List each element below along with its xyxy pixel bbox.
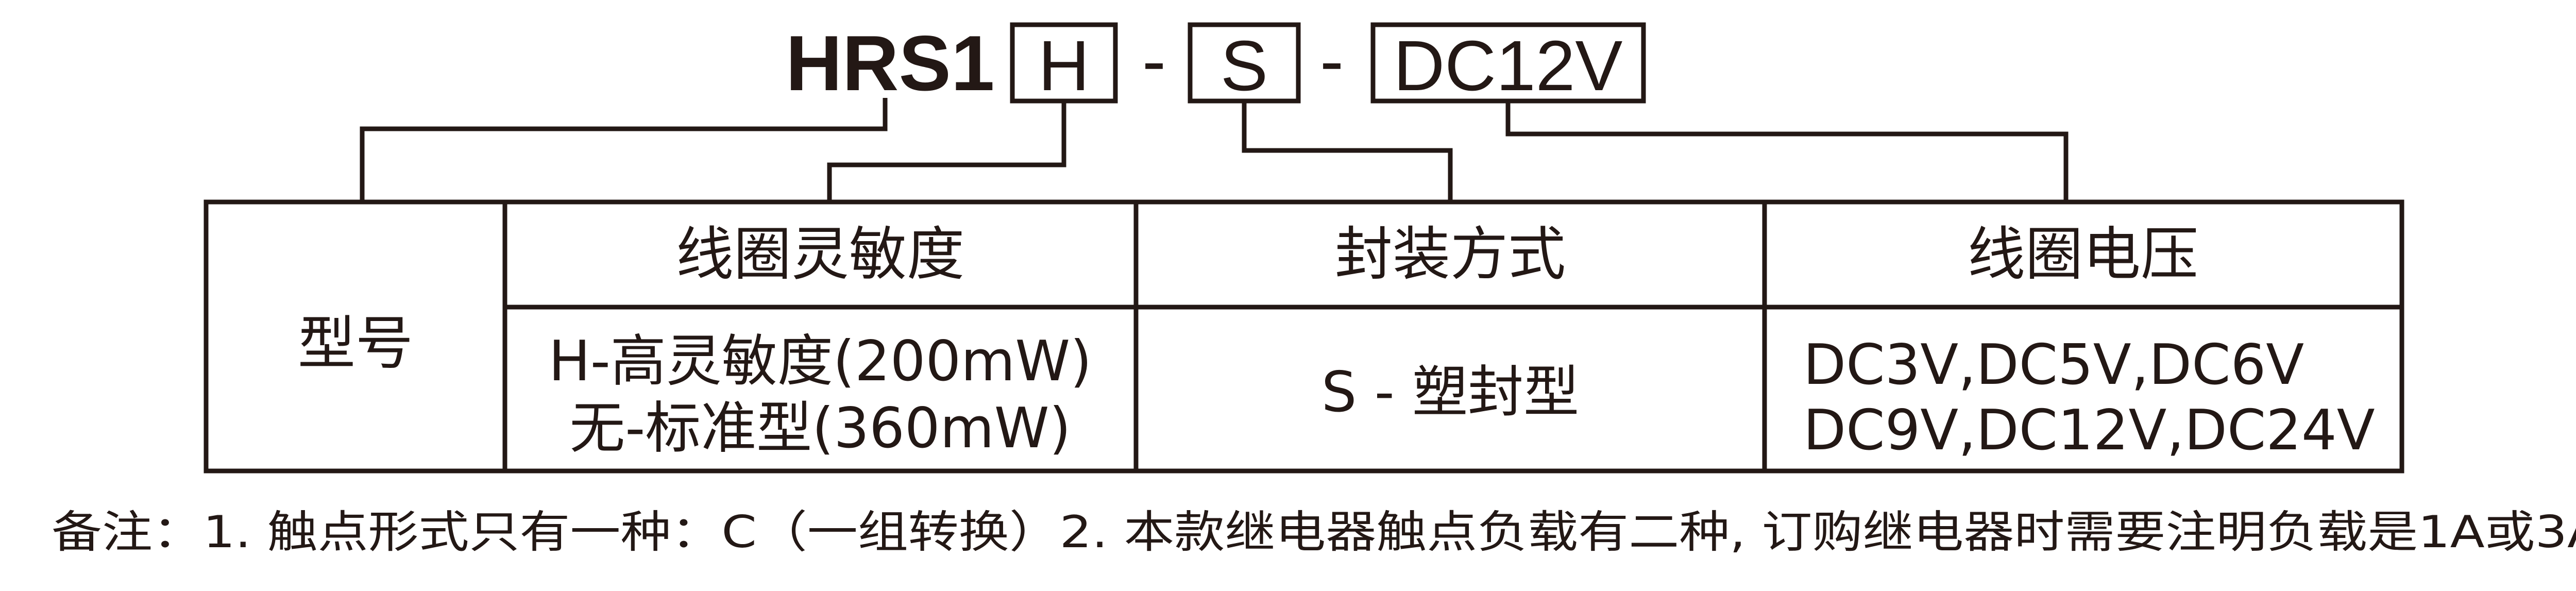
column-header-voltage: 线圈电压 [1968,221,2198,288]
sensitivity-option-standard: 无-标准型(360mW) [569,396,1071,461]
package-code: S [1221,26,1268,106]
voltage-options-line-2: DC9V,DC12V,DC24V [1803,398,2375,463]
column-header-sensitivity: 线圈灵敏度 [676,221,964,288]
column-header-package: 封装方式 [1335,221,1566,288]
package-option-plastic: S - 塑封型 [1321,360,1579,425]
sensitivity-code: H [1038,26,1090,106]
connector-prefix-to-model [360,98,888,202]
connector-sensitivity-to-column [827,101,1066,202]
voltage-code: DC12V [1394,26,1623,106]
footnote: 备注：1. 触点形式只有一种：C（一组转换）2. 本款继电器触点负载有二种, 订… [52,506,2576,558]
selection-table [204,199,2404,474]
connector-package-to-column [1242,101,1453,202]
sensitivity-option-high: H-高灵敏度(200mW) [549,329,1092,394]
model-prefix: HRS1 [786,20,994,107]
connector-voltage-to-column [1505,101,2069,202]
separator-1: - [1142,21,1166,100]
row-header-model: 型号 [298,310,413,377]
separator-2: - [1320,21,1344,100]
voltage-options-line-1: DC3V,DC5V,DC6V [1803,333,2304,397]
